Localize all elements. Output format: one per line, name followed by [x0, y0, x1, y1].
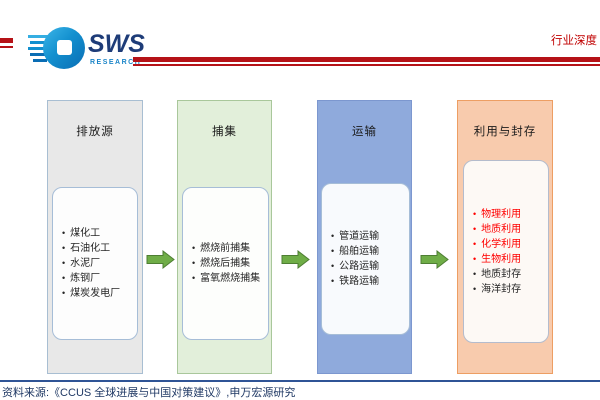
column-body: • 物理利用 • 地质利用 • 化学利用 • 生物利用 • 地质封存 • 海洋封存: [463, 160, 549, 343]
globe-square-icon: [57, 40, 72, 55]
logo-stripe: [30, 53, 48, 56]
list-item: • 煤化工: [62, 226, 137, 241]
sws-logo: SWS RESEARCH: [28, 26, 145, 70]
arrow-shape: [146, 250, 175, 269]
list-item: • 富氧燃烧捕集: [192, 271, 268, 286]
logo-text: SWS: [88, 30, 145, 58]
item-label: 化学利用: [481, 238, 522, 250]
list-item: • 石油化工: [62, 241, 137, 256]
list-item: • 铁路运输: [331, 274, 409, 289]
bullet-icon: •: [62, 258, 66, 268]
flow-column-utilization-storage: 利用与封存 • 物理利用 • 地质利用 • 化学利用 • 生物利用 • 地质封存 • 海洋封…: [457, 100, 553, 374]
doc-type-label: 行业深度: [551, 35, 597, 47]
list-item: • 地质利用: [473, 222, 548, 237]
list-item: • 管道运输: [331, 229, 409, 244]
header-rule-stub-thin: [0, 46, 13, 48]
bullet-icon: •: [473, 238, 477, 249]
list-item: • 公路运输: [331, 259, 409, 274]
list-item: • 生物利用: [473, 252, 548, 267]
list-item: • 地质封存: [473, 267, 548, 282]
column-title: 利用与封存: [473, 126, 537, 138]
column-body: • 燃烧前捕集 • 燃烧后捕集 • 富氧燃烧捕集: [182, 187, 269, 340]
bullet-icon: •: [62, 243, 66, 253]
arrow-shape: [420, 250, 449, 269]
bullet-icon: •: [331, 246, 335, 256]
header-rule-thick: [133, 57, 600, 62]
list-item: • 化学利用: [473, 237, 548, 252]
column-title: 捕集: [212, 126, 237, 138]
bullet-icon: •: [192, 258, 196, 268]
item-label: 燃烧后捕集: [200, 258, 251, 269]
bullet-icon: •: [62, 228, 66, 238]
item-label: 生物利用: [481, 253, 522, 265]
flow-column-capture: 捕集 • 燃烧前捕集 • 燃烧后捕集 • 富氧燃烧捕集: [177, 100, 272, 374]
bullet-icon: •: [473, 208, 477, 219]
header-rule-stub-thick: [0, 38, 13, 43]
list-item: • 水泥厂: [62, 256, 137, 271]
bullet-icon: •: [473, 253, 477, 264]
item-label: 石油化工: [70, 243, 111, 254]
bullet-icon: •: [331, 231, 335, 241]
bullet-icon: •: [62, 288, 66, 298]
globe-icon: [43, 27, 85, 69]
bullet-icon: •: [473, 268, 477, 279]
item-label: 铁路运输: [339, 276, 380, 287]
item-list: • 物理利用 • 地质利用 • 化学利用 • 生物利用 • 地质封存 • 海洋封存: [464, 207, 548, 297]
flow-column-transport: 运输 • 管道运输 • 船舶运输 • 公路运输 • 铁路运输: [317, 100, 412, 374]
flow-arrow-icon: [420, 250, 449, 269]
item-label: 煤炭发电厂: [70, 288, 121, 299]
item-label: 公路运输: [339, 261, 380, 272]
logo-stripe: [30, 41, 50, 44]
item-label: 地质封存: [481, 268, 522, 280]
list-item: • 船舶运输: [331, 244, 409, 259]
header-rule-thin: [133, 64, 600, 66]
bullet-icon: •: [473, 283, 477, 294]
logo-stripe: [28, 47, 50, 50]
item-label: 燃烧前捕集: [200, 243, 251, 254]
logo-subtext: RESEARCH: [90, 59, 142, 66]
item-label: 海洋封存: [481, 283, 522, 295]
flow-arrow-icon: [281, 250, 310, 269]
list-item: • 燃烧前捕集: [192, 241, 268, 256]
list-item: • 海洋封存: [473, 282, 548, 297]
bullet-icon: •: [192, 243, 196, 253]
bullet-icon: •: [62, 273, 66, 283]
bullet-icon: •: [192, 273, 196, 283]
logo-stripe: [28, 35, 50, 38]
source-note: 资料来源:《CCUS 全球进展与中国对策建议》,申万宏源研究: [2, 387, 296, 399]
item-list: • 燃烧前捕集 • 燃烧后捕集 • 富氧燃烧捕集: [183, 241, 268, 286]
list-item: • 燃烧后捕集: [192, 256, 268, 271]
list-item: • 炼钢厂: [62, 271, 137, 286]
item-label: 炼钢厂: [70, 273, 101, 284]
item-label: 物理利用: [481, 208, 522, 220]
item-label: 船舶运输: [339, 246, 380, 257]
item-list: • 管道运输 • 船舶运输 • 公路运输 • 铁路运输: [322, 229, 409, 289]
item-label: 富氧燃烧捕集: [200, 273, 261, 284]
column-body: • 煤化工 • 石油化工 • 水泥厂 • 炼钢厂 • 煤炭发电厂: [52, 187, 138, 340]
item-label: 管道运输: [339, 231, 380, 242]
item-list: • 煤化工 • 石油化工 • 水泥厂 • 炼钢厂 • 煤炭发电厂: [53, 226, 137, 301]
column-title: 排放源: [76, 126, 114, 138]
footer-rule: [0, 380, 600, 382]
bullet-icon: •: [331, 261, 335, 271]
flow-column-emission-sources: 排放源 • 煤化工 • 石油化工 • 水泥厂 • 炼钢厂 • 煤炭发电厂: [47, 100, 143, 374]
arrow-shape: [281, 250, 310, 269]
column-body: • 管道运输 • 船舶运输 • 公路运输 • 铁路运输: [321, 183, 410, 335]
bullet-icon: •: [331, 276, 335, 286]
list-item: • 物理利用: [473, 207, 548, 222]
item-label: 地质利用: [481, 223, 522, 235]
flow-arrow-icon: [146, 250, 175, 269]
item-label: 水泥厂: [70, 258, 101, 269]
bullet-icon: •: [473, 223, 477, 234]
item-label: 煤化工: [70, 228, 101, 239]
list-item: • 煤炭发电厂: [62, 286, 137, 301]
column-title: 运输: [352, 126, 377, 138]
logo-stripe: [33, 59, 47, 62]
